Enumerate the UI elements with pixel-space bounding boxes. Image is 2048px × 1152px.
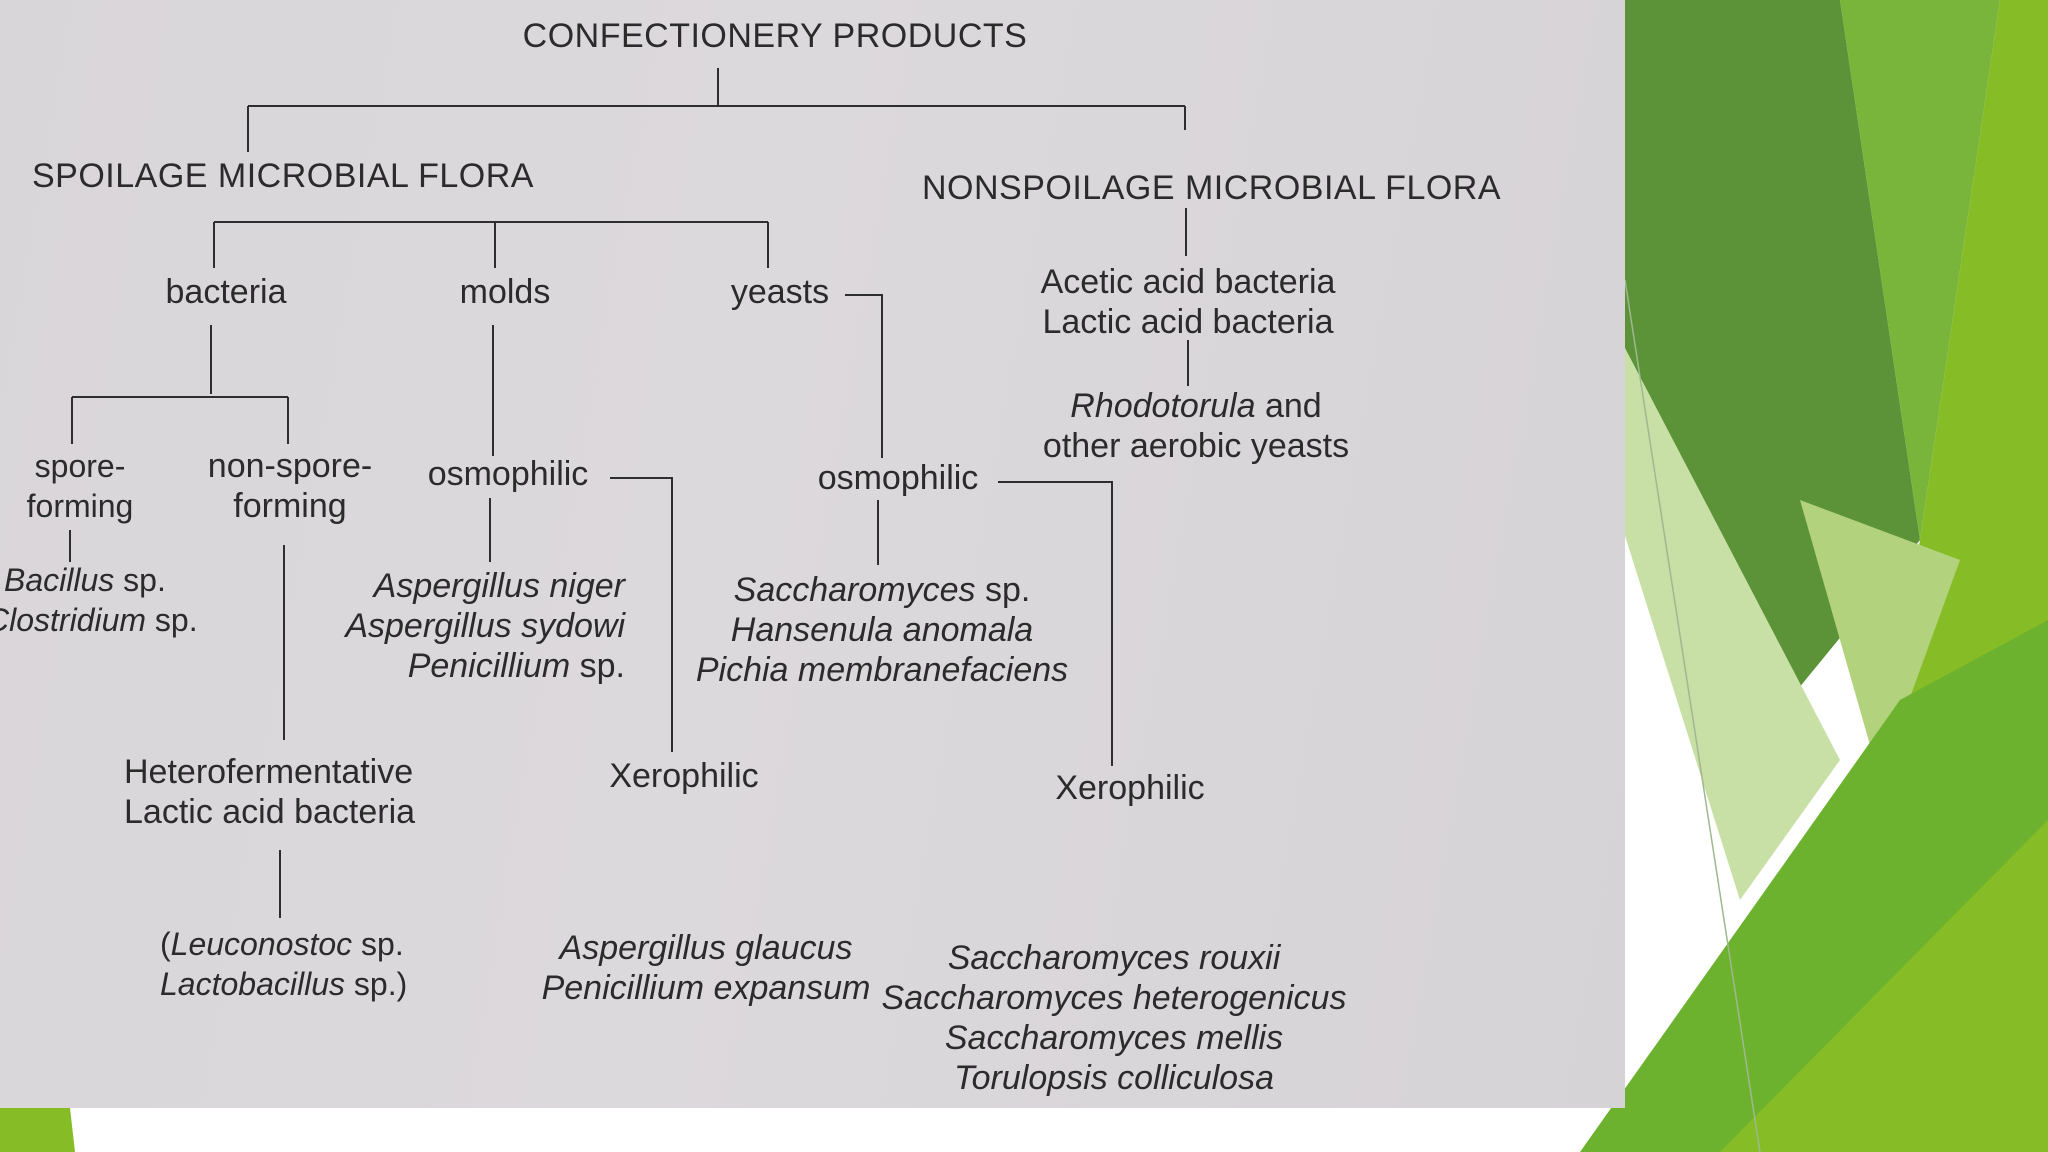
yeasts-xerophilic-label: Xerophilic	[1055, 769, 1205, 807]
nonspoilage-flora-heading: NONSPOILAGE MICROBIAL FLORA	[922, 169, 1502, 207]
root-connector	[247, 68, 1186, 152]
species-clostridium: Clostridium sp.	[0, 600, 198, 640]
species-saccharomyces-mellis: Saccharomyces mellis	[944, 1019, 1284, 1057]
species-saccharomyces-genus: Saccharomyces	[733, 571, 976, 609]
species-aspergillus-glaucus: Aspergillus glaucus	[559, 929, 853, 967]
green-shape-pale-2	[1800, 500, 1960, 780]
yeasts-connector	[845, 294, 883, 565]
green-shape-bottom	[1720, 820, 2048, 1152]
species-lactobacillus-suffix: sp.)	[345, 966, 408, 1002]
molds-connector	[489, 325, 494, 562]
yeasts-osmophilic-label: osmophilic	[817, 459, 979, 497]
non-spore-forming-label: non-spore- forming	[208, 446, 372, 526]
non-spore-forming-connector	[279, 545, 285, 918]
green-shape-mid	[1840, 0, 2000, 540]
molds-xerophilic-connector	[610, 477, 673, 752]
yeasts-xerophilic-species: Saccharomyces rouxii Saccharomyces heter…	[882, 938, 1347, 1098]
spore-forming-label: spore- forming	[27, 446, 134, 526]
spoilage-flora-heading: SPOILAGE MICROBIAL FLORA	[32, 157, 534, 195]
species-lactobacillus-genus: Lactobacillus	[160, 966, 345, 1002]
diagram-title: CONFECTIONERY PRODUCTS	[522, 17, 1028, 55]
species-lactobacillus: Lactobacillus sp.)	[160, 964, 407, 1004]
nonspoilage-connector	[1185, 208, 1189, 386]
rhodotorula-suffix: and	[1255, 387, 1322, 425]
molds-label: molds	[459, 273, 551, 311]
species-clostridium-suffix: sp.	[146, 602, 198, 638]
green-shape-pale-1	[1600, 300, 1840, 900]
molds-osmophilic-label: osmophilic	[427, 455, 589, 493]
bacteria-connector	[71, 325, 289, 444]
species-aspergillus-niger: Aspergillus niger	[373, 567, 625, 605]
molds-xerophilic-species: Aspergillus glaucus Penicillium expansum	[542, 928, 871, 1008]
non-spore-forming-species: (Leuconostoc sp. Lactobacillus sp.)	[160, 924, 407, 1004]
green-shape-left-corner	[0, 1108, 75, 1152]
spore-forming-line-2: forming	[26, 488, 134, 524]
molds-xerophilic-label: Xerophilic	[609, 757, 759, 795]
species-torulopsis-colliculosa: Torulopsis colliculosa	[953, 1059, 1275, 1097]
nonspoilage-yeasts: Rhodotorula and other aerobic yeasts	[1043, 386, 1349, 466]
nonspoilage-yeasts-line-2: other aerobic yeasts	[1042, 427, 1350, 465]
lactic-acid-bacteria-label: Lactic acid bacteria	[124, 793, 416, 831]
yeasts-label: yeasts	[730, 273, 830, 311]
species-hansenula-anomala: Hansenula anomala	[730, 611, 1034, 649]
non-spore-forming-line-2: forming	[233, 487, 347, 525]
spore-forming-line-1: spore-	[34, 448, 126, 484]
yeasts-osmophilic-species: Saccharomyces sp. Hansenula anomala Pich…	[696, 570, 1068, 690]
nonspoilage-groups: Acetic acid bacteria Lactic acid bacteri…	[1041, 262, 1336, 342]
species-saccharomyces-heterogenicus: Saccharomyces heterogenicus	[881, 979, 1347, 1017]
species-pichia-membranefaciens: Pichia membranefaciens	[695, 651, 1069, 689]
nonspoilage-group-lactic: Lactic acid bacteria	[1042, 303, 1334, 341]
spore-forming-species: Bacillus sp. Clostridium sp.	[0, 560, 198, 640]
molds-osmophilic-species: Aspergillus niger Aspergillus sydowi Pen…	[345, 566, 625, 686]
heterofermentative-label: Heterofermentative	[124, 753, 414, 791]
species-leuconostoc-suffix: sp.	[352, 926, 404, 962]
species-clostridium-genus: Clostridium	[0, 602, 147, 638]
species-bacillus-suffix: sp.	[114, 562, 166, 598]
non-spore-forming-line-1: non-spore-	[207, 447, 373, 485]
spoilage-connector	[213, 221, 769, 268]
species-saccharomyces-rouxii: Saccharomyces rouxii	[947, 939, 1281, 977]
species-penicillium: Penicillium sp.	[345, 646, 625, 686]
species-penicillium-expansum: Penicillium expansum	[541, 969, 871, 1007]
heterofermentative-group: Heterofermentative Lactic acid bacteria	[124, 752, 415, 832]
nonspoilage-yeasts-line-1: Rhodotorula and	[1043, 386, 1349, 426]
species-saccharomyces-suffix: sp.	[975, 571, 1031, 609]
species-saccharomyces-sp: Saccharomyces sp.	[696, 570, 1068, 610]
species-leuconostoc-genus: Leuconostoc	[170, 926, 353, 962]
species-bacillus: Bacillus sp.	[4, 560, 198, 600]
nonspoilage-group-acetic: Acetic acid bacteria	[1040, 263, 1336, 301]
species-aspergillus-sydowi: Aspergillus sydowi	[345, 607, 625, 645]
thin-divider	[1624, 279, 1761, 1152]
bacteria-label: bacteria	[165, 273, 287, 311]
yeasts-xerophilic-connector	[998, 481, 1113, 766]
species-leuconostoc-prefix: (	[160, 926, 171, 962]
species-leuconostoc: (Leuconostoc sp.	[160, 924, 407, 964]
photo-of-textbook-page: CONFECTIONERY PRODUCTS SPOILAGE MICROBIA…	[0, 0, 1625, 1108]
species-bacillus-genus: Bacillus	[4, 562, 115, 598]
rhodotorula-genus: Rhodotorula	[1070, 387, 1256, 425]
species-penicillium-suffix: sp.	[570, 647, 625, 685]
species-penicillium-genus: Penicillium	[407, 647, 571, 685]
tree-connector-lines	[69, 68, 1189, 918]
